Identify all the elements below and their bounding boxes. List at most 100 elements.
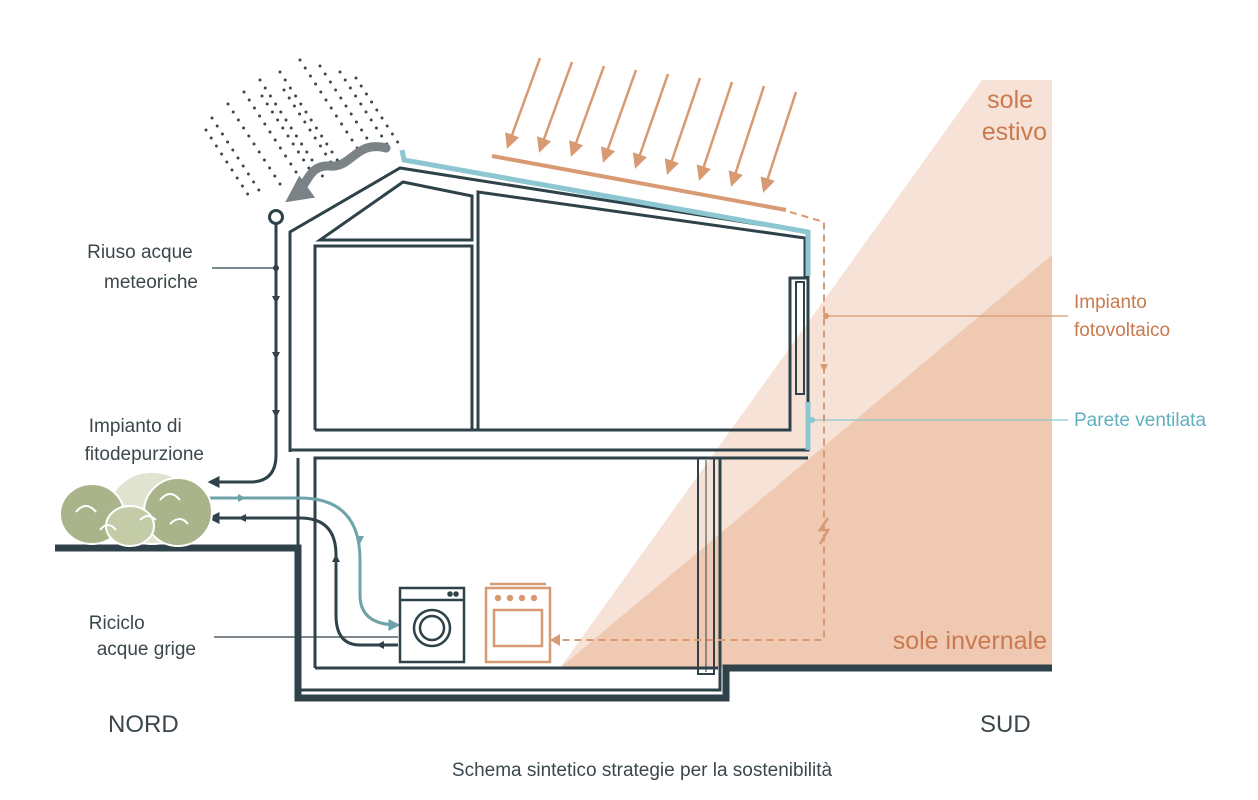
rain-reuse-dot xyxy=(273,265,279,271)
rain-drop xyxy=(294,94,298,98)
rain-drop xyxy=(329,106,333,110)
rain-drop xyxy=(246,192,250,196)
rain-drop xyxy=(235,176,239,180)
rain-drop xyxy=(252,180,256,184)
rain-drop xyxy=(334,88,338,92)
rain-drop xyxy=(262,158,266,162)
south-label: SUD xyxy=(980,711,1031,738)
rain-drop xyxy=(273,138,277,142)
rain-drop xyxy=(390,132,394,136)
rain-drop xyxy=(330,150,334,154)
rain-drop xyxy=(320,134,324,138)
rain-drop xyxy=(220,152,224,156)
ground xyxy=(55,544,1052,702)
winter-sun-label: sole invernale xyxy=(893,627,1047,655)
rain-drop xyxy=(268,130,272,134)
rain-drop xyxy=(210,116,214,120)
sun-rays xyxy=(505,57,798,193)
rain-drop xyxy=(252,106,256,110)
rain-drop xyxy=(270,110,274,114)
rain-drop xyxy=(343,78,347,82)
rain-drop xyxy=(304,110,308,114)
rain-drop xyxy=(305,150,309,154)
rain-drop xyxy=(241,164,245,168)
rain-drop xyxy=(375,108,379,112)
rain-drop xyxy=(260,94,264,98)
rain-drop xyxy=(314,126,318,130)
oven-icon xyxy=(484,582,552,664)
rain-drop xyxy=(236,156,240,160)
rain-drop xyxy=(308,128,312,132)
rainwater-pipe-arrows xyxy=(272,296,280,418)
rain-drop xyxy=(268,94,272,98)
rain-drop xyxy=(380,116,384,120)
ventilated-wall-dot xyxy=(809,417,815,423)
rain-drop xyxy=(303,120,307,124)
rain-drop xyxy=(263,86,267,90)
rain-drop xyxy=(314,82,318,86)
greywater-teal-pipe xyxy=(205,496,401,631)
rain-drop xyxy=(328,80,332,84)
rain-drop xyxy=(281,126,285,130)
rain-drop xyxy=(349,112,353,116)
rain-drop xyxy=(354,120,358,124)
rain-drop xyxy=(348,86,352,90)
rain-drop xyxy=(345,130,349,134)
rain-drop xyxy=(236,118,240,122)
washing-machine-icon xyxy=(398,586,466,664)
rain-drop xyxy=(396,140,400,144)
greywater-arrows xyxy=(238,494,384,649)
rain-drop xyxy=(231,148,235,152)
rain-drop xyxy=(323,72,327,76)
north-label: NORD xyxy=(108,711,179,738)
rain-drop xyxy=(258,78,262,82)
rain-drop xyxy=(230,168,234,172)
rain-drop xyxy=(242,126,246,130)
rain-drop xyxy=(288,86,292,90)
pv-cable-arrow xyxy=(550,634,560,646)
rain-drop xyxy=(294,134,298,138)
rain-drop xyxy=(294,170,298,174)
greywater-dark-pipe xyxy=(207,512,398,647)
rain-reuse-label: Riuso acque meteoriche xyxy=(87,242,198,293)
rain-drop xyxy=(296,150,300,154)
rain-drop xyxy=(278,146,282,150)
rain-drop xyxy=(308,74,312,78)
rain-drop xyxy=(324,98,328,102)
rain-drop xyxy=(354,76,358,80)
rain-drop xyxy=(284,154,288,158)
rain-drop xyxy=(369,118,373,122)
rain-flow-arrow xyxy=(285,142,391,203)
rain-drop xyxy=(286,134,290,138)
ventilated-roof-wall xyxy=(399,149,811,450)
rain-drop xyxy=(364,92,368,96)
rain-drop xyxy=(300,142,304,146)
rain-drop xyxy=(360,128,364,132)
rain-drop xyxy=(309,118,313,122)
rain-drop xyxy=(365,136,369,140)
rain-drop xyxy=(247,134,251,138)
rain-drop xyxy=(354,94,358,98)
rain-drop xyxy=(302,158,306,162)
pv-cable xyxy=(552,211,825,641)
rain-drop xyxy=(258,114,262,118)
rain-drop xyxy=(310,158,314,162)
winter-sun-beam xyxy=(560,255,1052,668)
rain-drop xyxy=(226,140,230,144)
rain-drop xyxy=(334,114,338,118)
rain-drops xyxy=(204,58,400,196)
rain-drop xyxy=(265,102,269,106)
rain-drop xyxy=(284,118,288,122)
rain-drop xyxy=(246,172,250,176)
rain-drop xyxy=(385,124,389,128)
rain-drop xyxy=(214,144,218,148)
rain-drop xyxy=(364,110,368,114)
rain-drop xyxy=(340,122,344,126)
rain-drop xyxy=(325,142,329,146)
rain-drop xyxy=(282,88,286,92)
vegetation-bushes xyxy=(59,471,213,547)
pv-dot xyxy=(823,313,829,319)
rain-drop xyxy=(319,90,323,94)
rain-drop xyxy=(324,152,328,156)
